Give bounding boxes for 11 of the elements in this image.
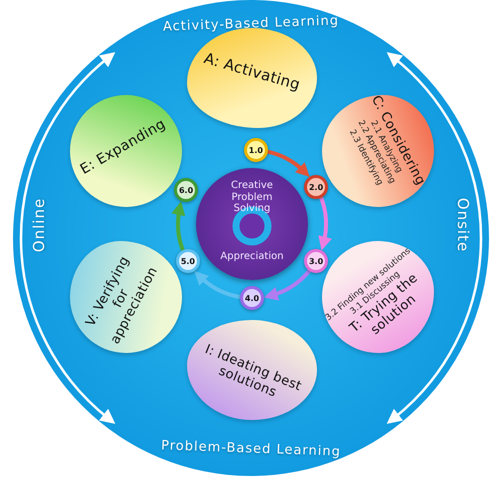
arrow — [267, 150, 310, 177]
center-title: Creative Problem Solving — [230, 180, 274, 214]
center-subtitle: Appreciation — [219, 251, 285, 262]
arrow — [172, 201, 186, 251]
ring-label: Online — [30, 198, 48, 252]
ring-label: Activity-Based Learning — [162, 13, 340, 35]
ring-label: Onsite — [454, 198, 472, 252]
arrow — [264, 270, 311, 300]
ring-label: Problem-Based Learning — [160, 438, 342, 460]
arrow — [194, 271, 240, 299]
arrow — [318, 197, 332, 251]
